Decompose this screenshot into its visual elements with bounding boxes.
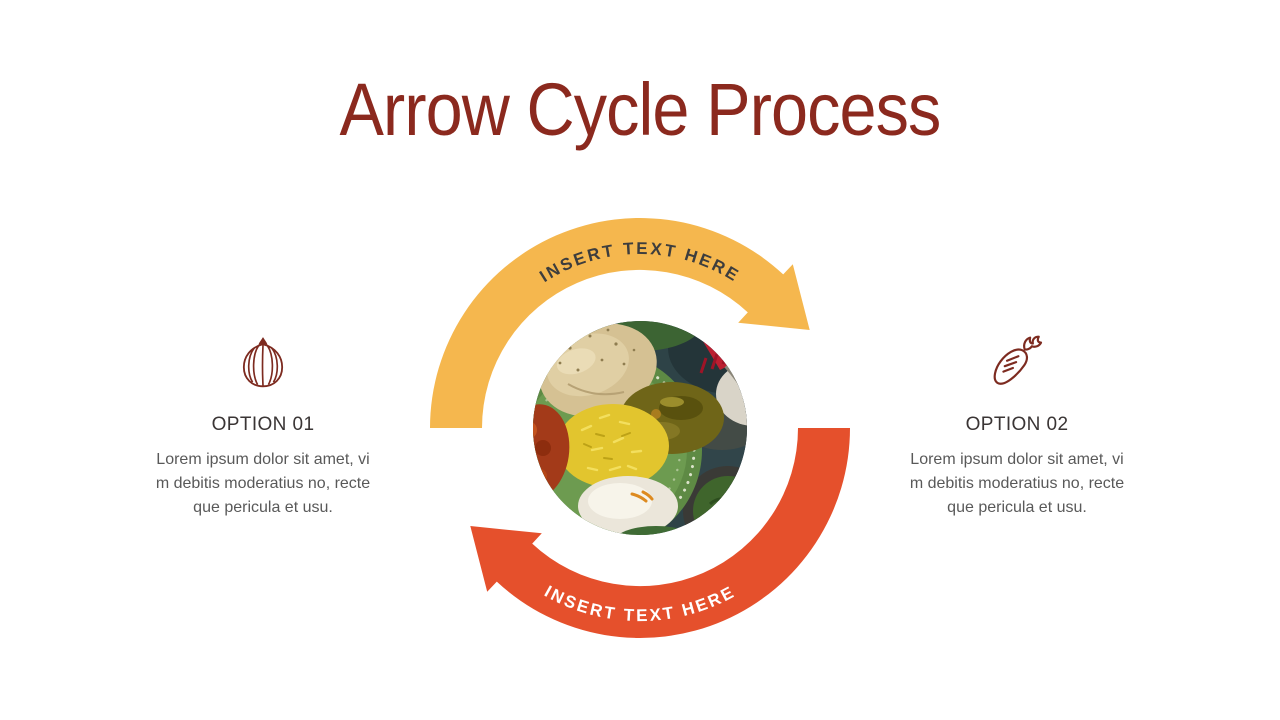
option-heading: OPTION 02 [965, 414, 1069, 435]
onion-icon [128, 332, 398, 394]
option-body: Lorem ipsum dolor sit amet, vi m debitis… [155, 451, 371, 516]
carrot-icon [882, 332, 1152, 394]
bottom-arrow [470, 428, 850, 638]
option-body: Lorem ipsum dolor sit amet, vi m debitis… [909, 451, 1125, 516]
top-arrow [430, 218, 810, 428]
page-title: Arrow Cycle Process [339, 68, 942, 151]
option-column-1: OPTION 01 Lorem ipsum dolor sit amet, vi… [128, 332, 398, 520]
option-column-2: OPTION 02 Lorem ipsum dolor sit amet, vi… [882, 332, 1152, 520]
option-heading: OPTION 01 [211, 414, 315, 435]
cycle-diagram: INSERT TEXT HERE INSERT TEXT HERE [420, 208, 860, 648]
